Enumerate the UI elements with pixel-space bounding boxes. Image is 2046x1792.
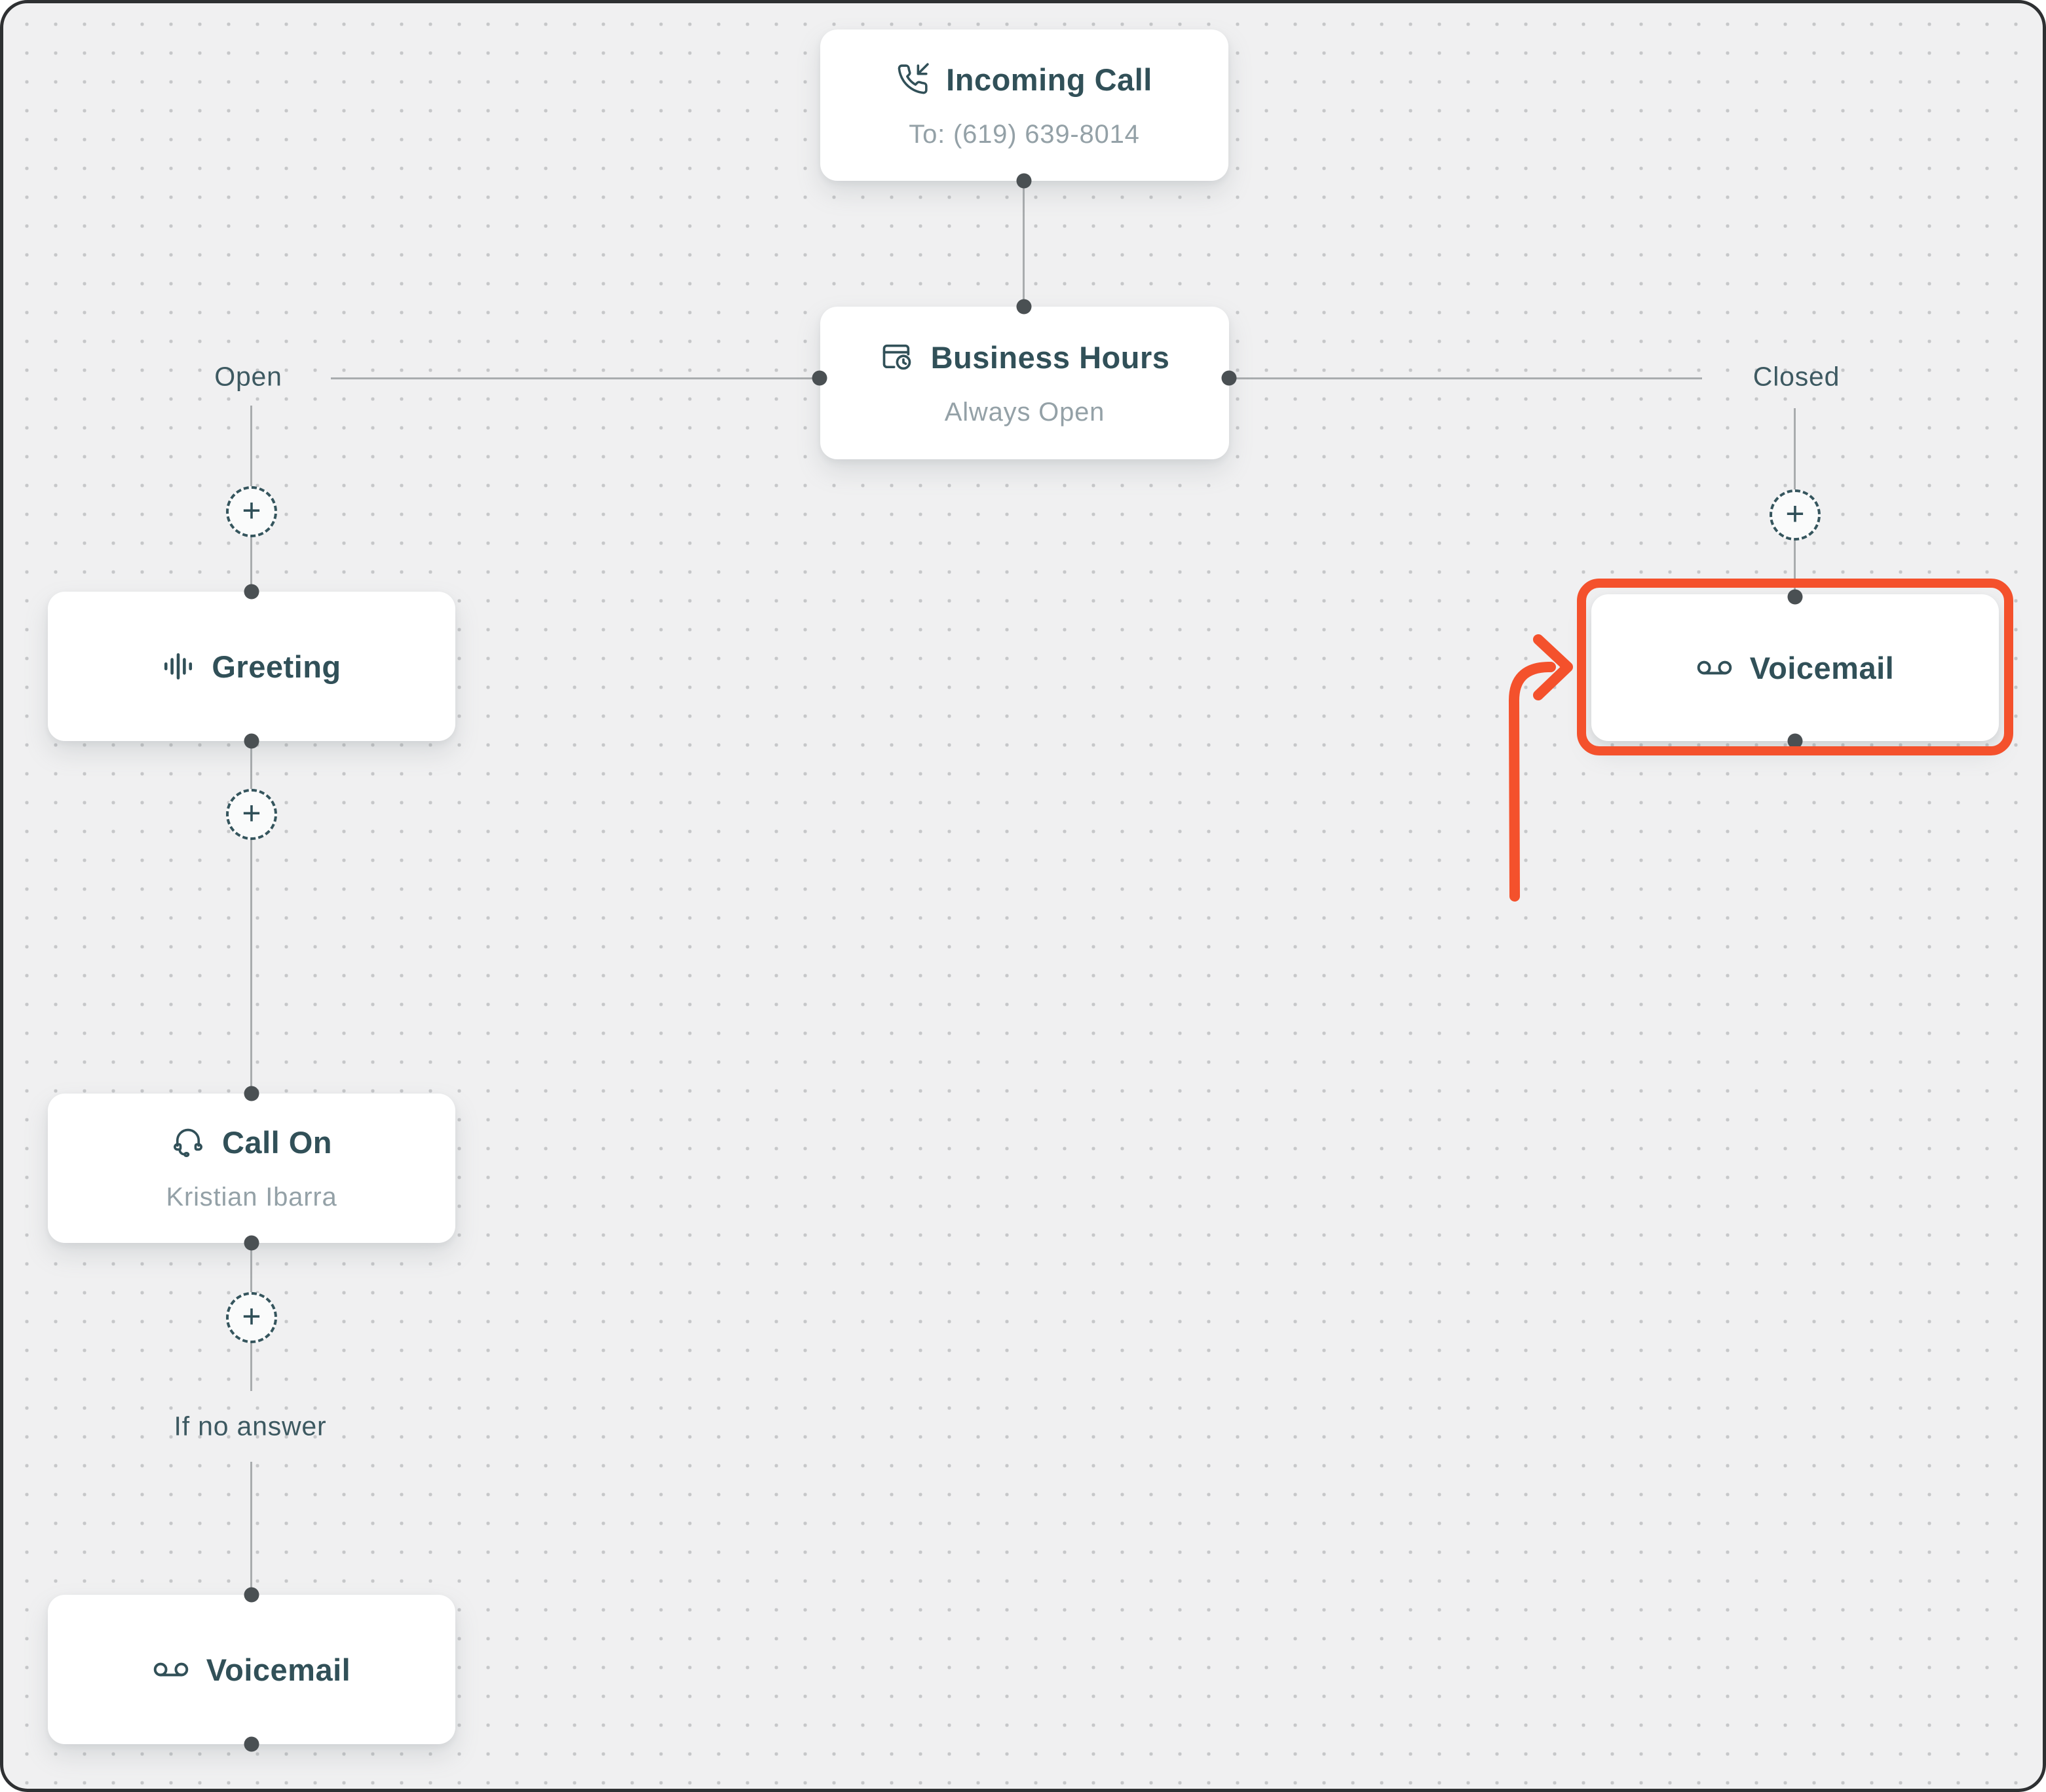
voicemail-icon xyxy=(1697,660,1732,675)
add-node-button-after-callon[interactable]: + xyxy=(226,1292,277,1343)
node-greeting[interactable]: Greeting xyxy=(48,592,455,741)
add-node-button-after-greeting[interactable]: + xyxy=(226,789,277,840)
node-title: Voicemail xyxy=(206,1652,351,1687)
port-greeting-top[interactable] xyxy=(244,584,259,600)
edge-open-horizontal xyxy=(331,377,820,379)
edge-label-closed: Closed xyxy=(1752,361,1840,392)
node-title: Voicemail xyxy=(1749,650,1895,685)
node-subtitle: To: (619) 639-8014 xyxy=(909,119,1140,149)
port-greeting-bottom[interactable] xyxy=(244,733,259,749)
port-voicemail-right-top[interactable] xyxy=(1787,589,1803,605)
node-title: Business Hours xyxy=(930,339,1170,375)
edge-incoming-to-business xyxy=(1023,181,1025,307)
node-call-on[interactable]: Call On Kristian Ibarra xyxy=(48,1094,455,1243)
node-header: Call On xyxy=(171,1124,332,1160)
node-header: Voicemail xyxy=(1696,650,1894,686)
node-incoming-call[interactable]: Incoming Call To: (619) 639-8014 xyxy=(820,29,1228,181)
node-header: Voicemail xyxy=(153,1652,350,1688)
port-callon-bottom[interactable] xyxy=(244,1235,259,1251)
add-node-button-open-branch[interactable]: + xyxy=(226,486,277,537)
node-header: Business Hours xyxy=(880,339,1170,375)
phone-incoming-icon xyxy=(898,63,929,94)
edge-label-open: Open xyxy=(214,361,282,392)
edge-label-to-voicemail xyxy=(250,1462,252,1595)
plus-icon: + xyxy=(242,1298,261,1335)
add-node-button-closed-branch[interactable]: + xyxy=(1770,489,1821,541)
port-incoming-bottom[interactable] xyxy=(1016,173,1032,189)
node-header: Incoming Call xyxy=(896,62,1152,98)
edge-closed-horizontal xyxy=(1229,377,1702,379)
node-business-hours[interactable]: Business Hours Always Open xyxy=(820,307,1229,459)
calendar-clock-icon xyxy=(882,344,911,370)
edge-greeting-to-callon xyxy=(250,741,252,1094)
voicemail-icon xyxy=(153,1662,189,1677)
port-business-top[interactable] xyxy=(1016,299,1032,315)
node-voicemail-closed-branch[interactable]: Voicemail xyxy=(1591,594,1999,741)
orange-arrow-annotation xyxy=(1508,634,1573,902)
port-business-right[interactable] xyxy=(1221,370,1237,386)
edge-label-if-no-answer: If no answer xyxy=(174,1411,327,1441)
node-title: Greeting xyxy=(212,649,341,684)
audio-waveform-icon xyxy=(164,653,193,679)
plus-icon: + xyxy=(242,795,261,831)
headset-icon xyxy=(174,1128,202,1157)
plus-icon: + xyxy=(1785,495,1805,532)
node-subtitle: Always Open xyxy=(944,397,1105,427)
node-title: Incoming Call xyxy=(946,62,1152,97)
node-subtitle: Kristian Ibarra xyxy=(166,1183,337,1211)
port-voicemail-right-bottom[interactable] xyxy=(1787,733,1803,749)
plus-icon: + xyxy=(242,492,261,529)
port-business-left[interactable] xyxy=(812,370,827,386)
node-voicemail-open-branch[interactable]: Voicemail xyxy=(48,1595,455,1744)
port-callon-top[interactable] xyxy=(244,1086,259,1101)
node-header: Greeting xyxy=(162,649,341,685)
node-title: Call On xyxy=(221,1125,333,1160)
port-voicemail-left-bottom[interactable] xyxy=(244,1736,259,1752)
port-voicemail-left-top[interactable] xyxy=(244,1587,259,1603)
